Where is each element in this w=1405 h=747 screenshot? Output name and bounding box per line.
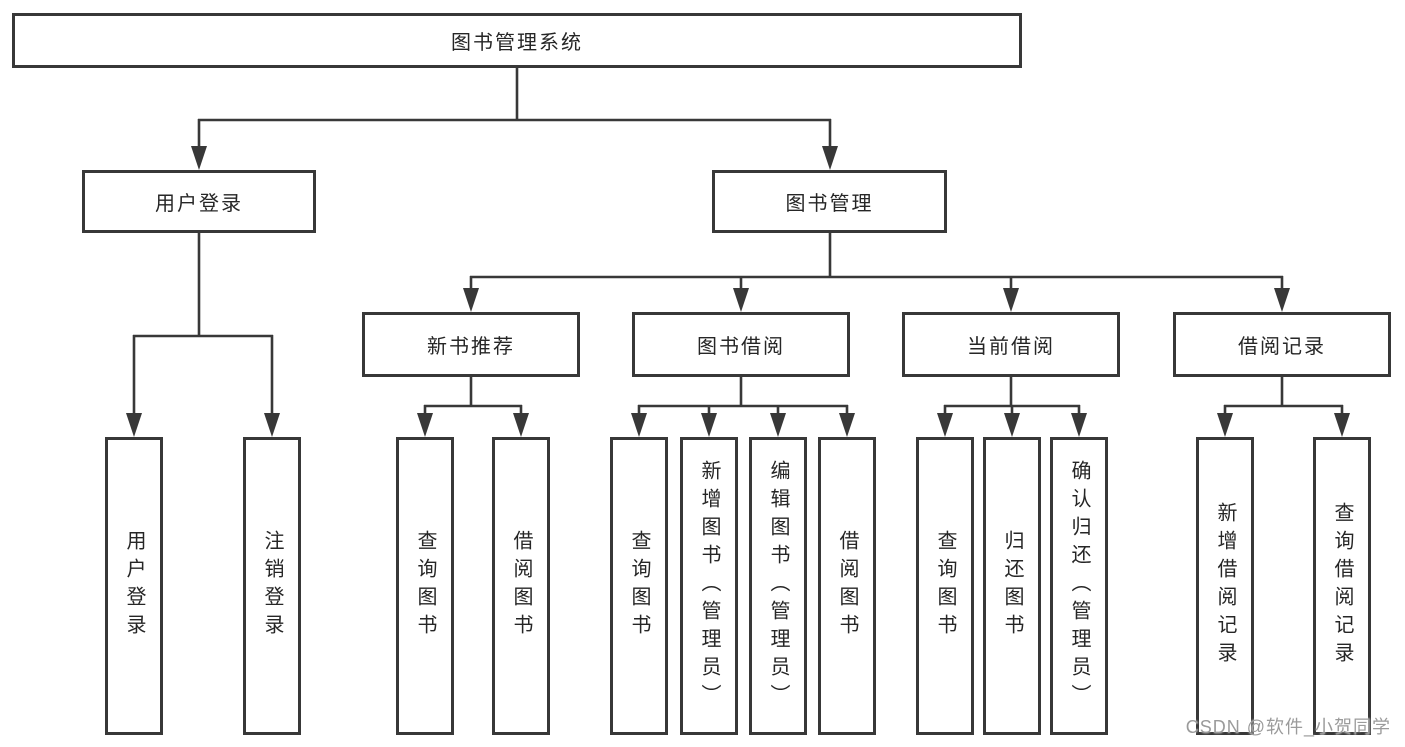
leaf-logout: 注销登录 bbox=[243, 437, 301, 735]
leaf-borrow-books-recommend: 借阅图书 bbox=[492, 437, 550, 735]
leaf-user-login: 用户登录 bbox=[105, 437, 163, 735]
node-book-management: 图书管理 bbox=[712, 170, 947, 233]
leaf-borrow-books: 借阅图书 bbox=[818, 437, 876, 735]
leaf-query-borrow-record: 查询借阅记录 bbox=[1313, 437, 1371, 735]
node-current-borrow: 当前借阅 bbox=[902, 312, 1120, 377]
leaf-add-book-admin: 新增图书（管理员） bbox=[680, 437, 738, 735]
leaf-return-books: 归还图书 bbox=[983, 437, 1041, 735]
leaf-add-borrow-record: 新增借阅记录 bbox=[1196, 437, 1254, 735]
node-new-book-recommend: 新书推荐 bbox=[362, 312, 580, 377]
leaf-query-books-current: 查询图书 bbox=[916, 437, 974, 735]
arrowheads bbox=[126, 146, 1350, 437]
node-borrow-records: 借阅记录 bbox=[1173, 312, 1391, 377]
node-user-login: 用户登录 bbox=[82, 170, 316, 233]
leaf-confirm-return-admin: 确认归还（管理员） bbox=[1050, 437, 1108, 735]
node-library-management-system: 图书管理系统 bbox=[12, 13, 1022, 68]
leaf-edit-book-admin: 编辑图书（管理员） bbox=[749, 437, 807, 735]
leaf-query-books-recommend: 查询图书 bbox=[396, 437, 454, 735]
leaf-query-books-borrow: 查询图书 bbox=[610, 437, 668, 735]
node-book-borrow: 图书借阅 bbox=[632, 312, 850, 377]
